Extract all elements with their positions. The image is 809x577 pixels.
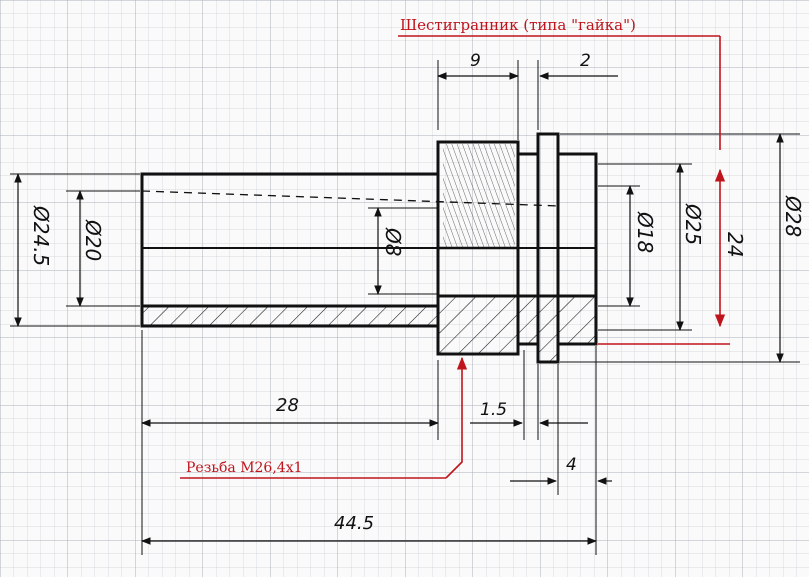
thread-texture <box>443 144 515 248</box>
dim-length-4: 4 <box>566 455 577 475</box>
hex-note-label: Шестигранник (типа "гайка") <box>400 16 636 34</box>
dim-diameter-18: Ø18 <box>633 211 657 253</box>
dim-diameter-8: Ø8 <box>381 227 405 256</box>
dim-hex-24: 24 <box>723 232 747 257</box>
dim-diameter-25: Ø25 <box>681 203 705 245</box>
dimension-lines <box>14 72 784 545</box>
dim-length-44-5: 44.5 <box>334 513 374 534</box>
internal-lines <box>141 154 596 344</box>
section-hatching <box>143 296 595 361</box>
dim-diameter-20: Ø20 <box>81 219 105 261</box>
dim-length-28: 28 <box>276 395 299 416</box>
dim-length-2: 2 <box>580 51 591 71</box>
red-annotation-lines <box>180 35 730 479</box>
dim-length-9: 9 <box>470 51 481 71</box>
dim-diameter-28: Ø28 <box>781 195 805 237</box>
dim-diameter-24-5: Ø24.5 <box>29 205 53 266</box>
dim-length-1-5: 1.5 <box>480 400 507 420</box>
thread-note-label: Резьба М26,4х1 <box>186 460 303 476</box>
